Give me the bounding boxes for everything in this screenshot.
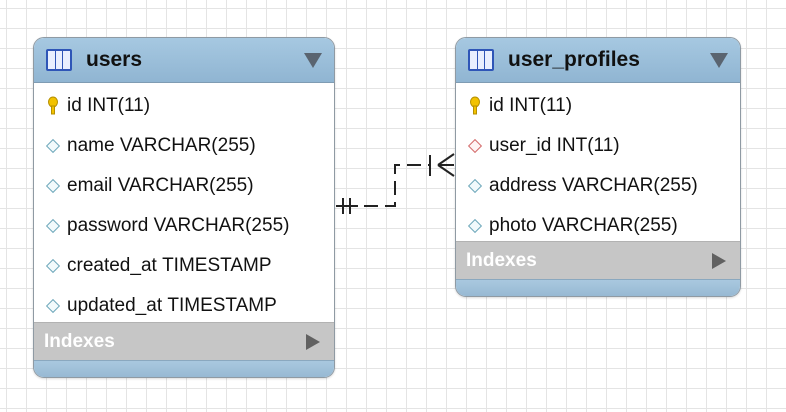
table-icon [468, 49, 494, 71]
column-row[interactable]: photo VARCHAR(255) [456, 206, 740, 246]
column-name: address [489, 175, 557, 196]
table-footer [456, 279, 740, 296]
column-row[interactable]: created_at TIMESTAMP [34, 246, 334, 286]
crows-foot-marker [437, 164, 455, 177]
column-name: created_at [67, 255, 157, 276]
column-row[interactable]: user_id INT(11) [456, 126, 740, 166]
column-diamond-icon [467, 178, 483, 194]
column-name: photo [489, 215, 537, 236]
column-name: id [489, 95, 504, 116]
column-name: password [67, 215, 149, 236]
column-type: TIMESTAMP [167, 295, 277, 316]
column-row[interactable]: email VARCHAR(255) [34, 166, 334, 206]
column-row[interactable]: name VARCHAR(255) [34, 126, 334, 166]
column-row[interactable]: password VARCHAR(255) [34, 206, 334, 246]
column-type: VARCHAR(255) [153, 215, 290, 236]
column-diamond-icon [45, 218, 61, 234]
column-diamond-icon [45, 258, 61, 274]
foreign-key-diamond-icon [467, 138, 483, 154]
table-icon [46, 49, 72, 71]
column-diamond-icon [45, 298, 61, 314]
table-name: users [86, 48, 143, 71]
column-type: VARCHAR(255) [117, 175, 254, 196]
table-name: user_profiles [508, 48, 640, 71]
column-name: user_id [489, 135, 552, 156]
column-name: id [67, 95, 82, 116]
indexes-label: Indexes [44, 330, 115, 352]
column-name: name [67, 135, 115, 156]
column-name: email [67, 175, 113, 196]
column-diamond-icon [45, 138, 61, 154]
primary-key-icon [48, 96, 58, 115]
crows-foot-marker [437, 153, 455, 166]
column-type: INT(11) [556, 135, 620, 156]
collapse-arrow-icon[interactable] [304, 53, 322, 68]
column-row[interactable]: updated_at TIMESTAMP [34, 286, 334, 326]
expand-arrow-icon[interactable] [712, 253, 726, 269]
column-name: updated_at [67, 295, 163, 316]
column-type: VARCHAR(255) [541, 215, 678, 236]
table-users[interactable]: users id INT(11) name VARCHAR(255) email… [33, 37, 335, 378]
indexes-section[interactable]: Indexes [34, 322, 334, 360]
column-type: INT(11) [87, 95, 151, 116]
table-footer [34, 360, 334, 377]
expand-arrow-icon[interactable] [306, 334, 320, 350]
column-row[interactable]: id INT(11) [456, 86, 740, 126]
table-header[interactable]: user_profiles [456, 38, 740, 83]
column-type: INT(11) [509, 95, 573, 116]
indexes-label: Indexes [466, 249, 537, 271]
column-type: TIMESTAMP [162, 255, 272, 276]
primary-key-icon [470, 96, 480, 115]
collapse-arrow-icon[interactable] [710, 53, 728, 68]
table-user-profiles[interactable]: user_profiles id INT(11) user_id INT(11)… [455, 37, 741, 297]
indexes-section[interactable]: Indexes [456, 241, 740, 279]
column-type: VARCHAR(255) [561, 175, 698, 196]
column-diamond-icon [45, 178, 61, 194]
column-row[interactable]: address VARCHAR(255) [456, 166, 740, 206]
relationship-line [336, 153, 455, 214]
column-type: VARCHAR(255) [119, 135, 256, 156]
table-header[interactable]: users [34, 38, 334, 83]
column-row[interactable]: id INT(11) [34, 86, 334, 126]
column-diamond-icon [467, 218, 483, 234]
